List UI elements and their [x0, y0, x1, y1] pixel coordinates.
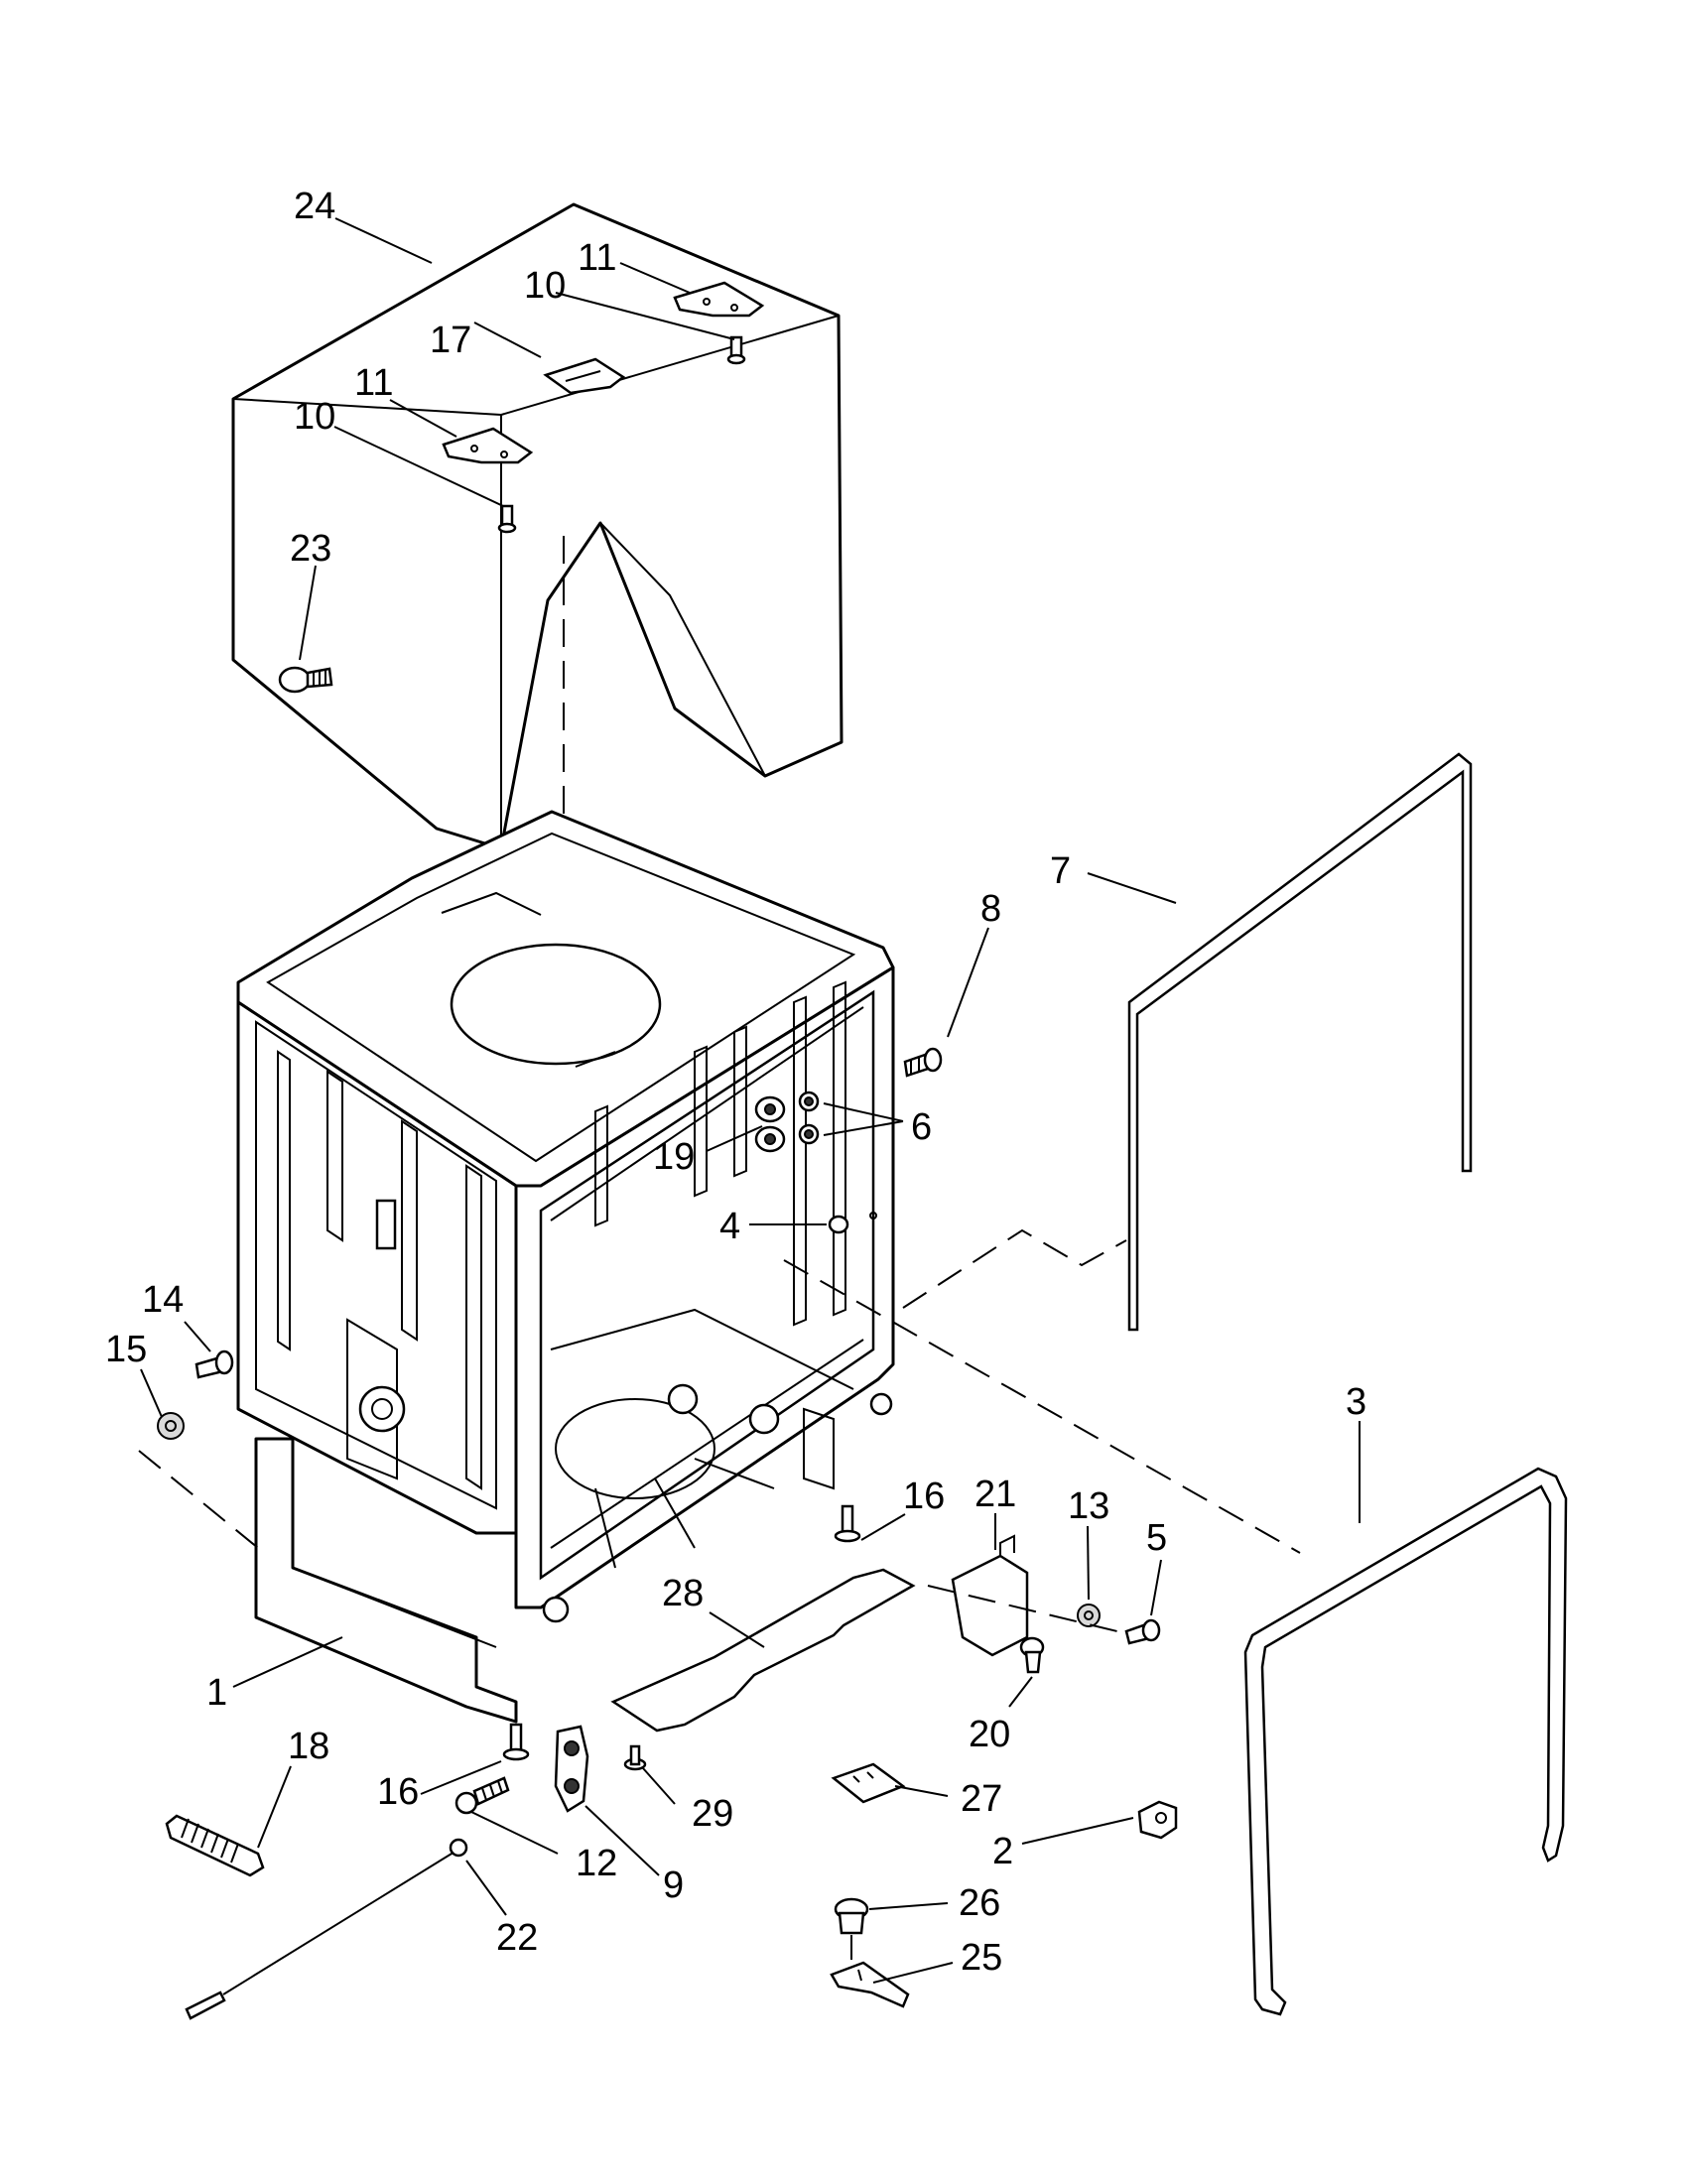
part-19-connector	[754, 1095, 786, 1153]
alignment-line-leveling	[138, 1450, 259, 1549]
part-27-plate	[831, 1762, 906, 1804]
part-10-screw	[726, 335, 746, 365]
part-11-hinge-bracket	[442, 427, 534, 464]
callout-20: 20	[969, 1714, 1010, 1755]
callout-23: 23	[290, 528, 331, 570]
callout-11: 11	[354, 362, 393, 404]
callout-5: 5	[1146, 1517, 1167, 1559]
alignment-line-lower-gasket	[783, 1259, 1301, 1554]
part-25-mounting-bracket	[830, 1961, 910, 2008]
callout-2: 2	[992, 1831, 1013, 1872]
part-29-fastener	[623, 1744, 647, 1771]
callout-12: 12	[576, 1843, 617, 1884]
part-23-push-fastener	[278, 666, 333, 694]
part-8-screw	[903, 1047, 943, 1078]
callout-26: 26	[959, 1882, 1000, 1924]
part-28-heat-shield	[610, 1568, 916, 1733]
alignment-line-bracket	[927, 1585, 1122, 1633]
part-18-spring	[165, 1814, 265, 1877]
callout-10: 10	[294, 396, 335, 438]
part-16-leveling-leg	[502, 1723, 530, 1761]
alignment-line-gasket	[902, 1228, 1127, 1309]
callout-24: 24	[294, 186, 335, 227]
part-24-insulation-blanket	[231, 202, 844, 850]
part-11-hinge-bracket	[673, 281, 765, 318]
part-15-leveling-nut	[157, 1412, 185, 1440]
part-4-plug	[828, 1212, 877, 1234]
part-21-bracket	[951, 1534, 1029, 1657]
callout-4: 4	[719, 1206, 740, 1247]
callout-28: 28	[662, 1573, 704, 1614]
part-9-clip	[554, 1725, 589, 1813]
callout-3: 3	[1346, 1381, 1366, 1423]
callout-labels: 24 11 10 17 11 10 23 7 8 6 19 4 14 15 3 …	[105, 186, 1366, 1979]
part-13-clip	[1077, 1604, 1101, 1627]
part-7-door-gasket	[1127, 752, 1473, 1332]
callout-29: 29	[692, 1793, 733, 1835]
callout-21: 21	[974, 1474, 1016, 1515]
part-20-screw	[1019, 1636, 1045, 1674]
callout-15: 15	[105, 1329, 147, 1370]
part-10-screw	[497, 504, 517, 534]
callout-10: 10	[524, 265, 566, 307]
callout-14: 14	[142, 1279, 184, 1321]
part-26-thermostat	[834, 1897, 869, 1935]
part-16-leveling-leg	[834, 1504, 861, 1543]
callout-25: 25	[961, 1937, 1002, 1979]
part-3-lower-gasket	[1243, 1467, 1568, 2016]
callout-27: 27	[961, 1778, 1002, 1820]
callout-13: 13	[1068, 1485, 1109, 1527]
callout-16: 16	[903, 1476, 945, 1517]
part-17-bracket	[543, 357, 626, 395]
callout-17: 17	[430, 320, 471, 361]
callout-7: 7	[1050, 850, 1071, 892]
part-5-screw	[1124, 1618, 1161, 1645]
callout-16: 16	[377, 1771, 419, 1813]
callout-6: 6	[911, 1106, 932, 1148]
leader-lines	[140, 217, 1361, 1984]
callout-11: 11	[578, 237, 616, 279]
callout-1: 1	[206, 1672, 227, 1714]
part-2-latch	[1137, 1800, 1178, 1840]
part-22-sensor-wire	[185, 1838, 468, 2020]
callout-8: 8	[980, 888, 1001, 930]
callout-18: 18	[288, 1726, 329, 1767]
callout-19: 19	[653, 1136, 695, 1178]
callout-9: 9	[663, 1864, 684, 1906]
part-12-screw	[454, 1776, 510, 1815]
part-6-grommet	[798, 1091, 820, 1145]
part-14-screw	[195, 1349, 234, 1379]
callout-22: 22	[496, 1917, 538, 1959]
part-1-tub-assembly	[236, 810, 895, 1724]
